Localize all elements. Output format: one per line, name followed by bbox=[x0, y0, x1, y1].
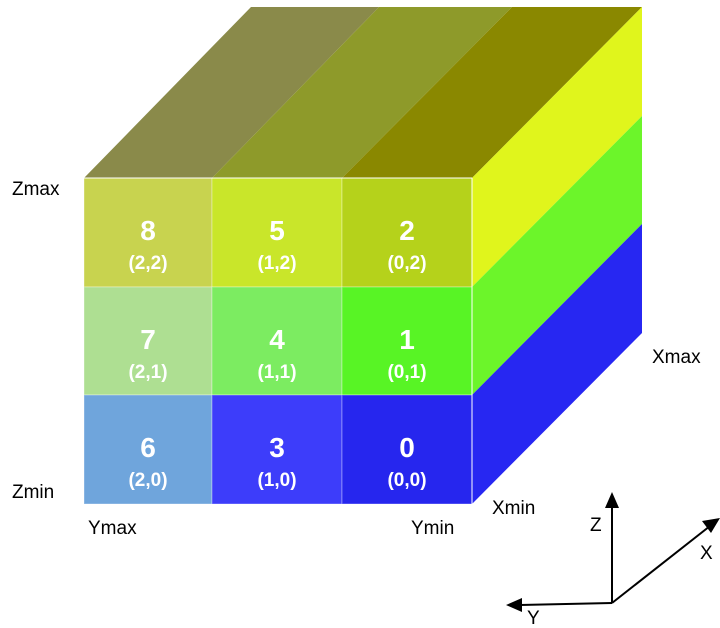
cell-coord-3: (1,0) bbox=[257, 470, 296, 491]
grid-cell-1 bbox=[341, 286, 473, 396]
cell-coord-7: (2,1) bbox=[128, 362, 167, 383]
side-face-strip-middle bbox=[472, 116, 642, 395]
top-face-strip-middle bbox=[212, 7, 512, 178]
cell-coord-0: (0,0) bbox=[387, 470, 426, 491]
axis-label-x: X bbox=[700, 543, 713, 564]
cell-index-6: 6 bbox=[140, 432, 156, 463]
cell-index-4: 4 bbox=[269, 324, 285, 355]
cell-index-1: 1 bbox=[399, 324, 415, 355]
grid-cell-0 bbox=[341, 394, 473, 505]
cell-index-8: 8 bbox=[140, 215, 156, 246]
label-xmax: Xmax bbox=[652, 347, 701, 368]
label-ymax: Ymax bbox=[88, 518, 137, 539]
side-face-strip-top bbox=[472, 7, 642, 287]
cell-index-0: 0 bbox=[399, 432, 415, 463]
cell-coord-5: (1,2) bbox=[257, 253, 296, 274]
x-axis-arrowhead bbox=[702, 518, 720, 533]
cell-index-5: 5 bbox=[269, 215, 285, 246]
cell-coord-6: (2,0) bbox=[128, 470, 167, 491]
label-ymin: Ymin bbox=[411, 518, 454, 539]
cell-index-2: 2 bbox=[399, 215, 415, 246]
grid-cell-4 bbox=[211, 286, 343, 396]
y-axis-arrowhead bbox=[506, 598, 522, 612]
cell-coord-1: (0,1) bbox=[387, 362, 426, 383]
axis-label-z: Z bbox=[590, 515, 602, 536]
label-zmax: Zmax bbox=[12, 179, 60, 200]
cell-coord-4: (1,1) bbox=[257, 362, 296, 383]
cell-coord-2: (0,2) bbox=[387, 253, 426, 274]
top-face-strip-left bbox=[84, 7, 379, 178]
label-xmin: Xmin bbox=[492, 498, 535, 519]
axis-indicator bbox=[519, 505, 711, 606]
cell-coord-8: (2,2) bbox=[128, 253, 167, 274]
grid-cell-2 bbox=[341, 177, 473, 288]
z-axis-arrowhead bbox=[605, 492, 619, 508]
axis-label-y: Y bbox=[527, 608, 540, 628]
front-face-grid: 8 (2,2) 5 (1,2) 2 (0,2) 7 (2,1) 4 (1,1) 1 (0,1) 6 (2,… bbox=[83, 177, 473, 505]
grid-cell-3 bbox=[211, 394, 343, 505]
cell-index-3: 3 bbox=[269, 432, 285, 463]
grid-cell-7 bbox=[83, 286, 213, 396]
top-face-strip-right bbox=[342, 7, 642, 178]
side-face-strip-bottom bbox=[472, 224, 642, 504]
label-zmin: Zmin bbox=[12, 482, 54, 503]
grid-cell-6 bbox=[83, 394, 213, 505]
cell-index-7: 7 bbox=[140, 324, 156, 355]
